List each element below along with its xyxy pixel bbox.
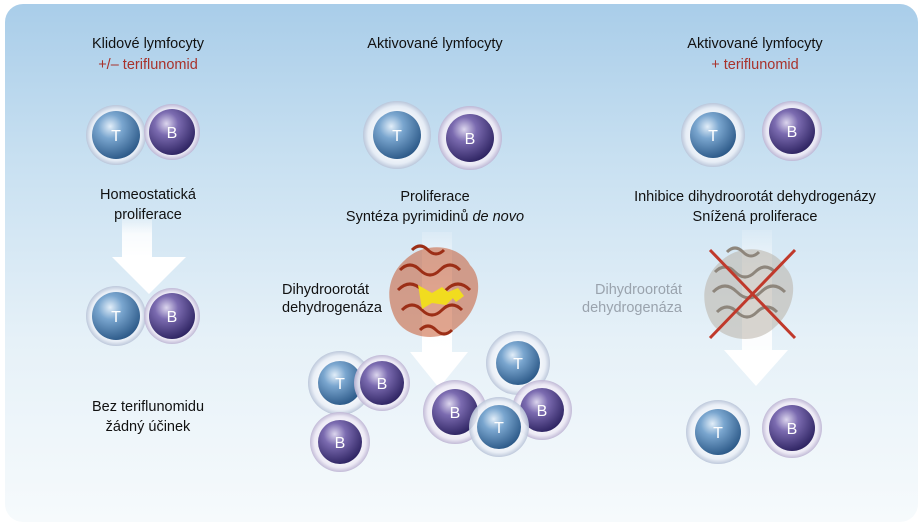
column-1-process-line-2: proliferace: [114, 207, 182, 223]
b-cell-label: B: [787, 124, 798, 141]
enzyme-label-active-line-1: Dihydroorotát: [282, 282, 370, 298]
b-cell-label: B: [465, 131, 476, 148]
b-cell-label: B: [167, 125, 178, 142]
column-2-process-line-1: Proliferace: [400, 189, 470, 205]
t-cell: [308, 351, 372, 415]
b-cell-label: B: [450, 405, 461, 422]
t-cell-label: T: [335, 376, 345, 393]
b-cell: [144, 104, 200, 160]
enzyme-structure-active: [389, 244, 479, 337]
b-cell: [438, 106, 502, 170]
t-cell: [86, 105, 146, 165]
t-cell: [363, 101, 431, 169]
column-3-process-line-2: Snížená proliferace: [692, 209, 818, 225]
b-cell: [310, 412, 370, 472]
column-2-process-line-2: Syntéza pyrimidinů de novo: [300, 207, 570, 227]
t-cell-label: T: [392, 128, 402, 145]
column-3-subheading: + teriflunomid: [711, 57, 799, 73]
column-1-process-line-1: Homeostatická: [100, 187, 196, 203]
column-3-process-line-1: Inhibice dihydroorotát dehydrogenázy: [634, 189, 876, 205]
t-cell: [486, 331, 550, 395]
process-text-italic: de novo: [472, 209, 525, 225]
t-cell-label: T: [713, 425, 723, 442]
t-cell: [686, 400, 750, 464]
column-3-heading: Aktivované lymfocyty: [687, 36, 823, 52]
b-cell: [144, 288, 200, 344]
t-cell-label: T: [494, 420, 504, 437]
arrow-column-1: [112, 215, 186, 294]
t-cell: [469, 397, 529, 457]
t-cell: [681, 103, 745, 167]
t-cell-label: T: [111, 309, 121, 326]
column-1-subheading: +/– teriflunomid: [98, 57, 198, 73]
b-cell-label: B: [335, 435, 346, 452]
enzyme-label-active-line-2: dehydrogenáza: [282, 300, 382, 316]
b-cell-label: B: [537, 403, 548, 420]
b-cell: [354, 355, 410, 411]
b-cell-label: B: [787, 421, 798, 438]
b-cell: [762, 398, 822, 458]
column-1-heading: Klidové lymfocyty: [91, 36, 204, 52]
column-1-result-line-2: žádný účinek: [105, 419, 191, 435]
process-text: Syntéza pyrimidinů: [345, 209, 469, 225]
column-1-result-line-1: Bez teriflunomidu: [91, 399, 205, 415]
column-2-heading: Aktivované lymfocyty: [367, 36, 503, 52]
enzyme-label-inhibited-line-2: dehydrogenáza: [582, 300, 682, 316]
enzyme-structure-inhibited: [704, 246, 797, 340]
b-cell-label: B: [167, 309, 178, 326]
t-cell-label: T: [111, 128, 121, 145]
t-cell-label: T: [513, 356, 523, 373]
t-cell: [86, 286, 146, 346]
enzyme-label-inhibited-line-1: Dihydroorotát: [595, 282, 683, 298]
b-cell: [762, 101, 822, 161]
t-cell-label: T: [708, 128, 718, 145]
b-cell-label: B: [377, 376, 388, 393]
